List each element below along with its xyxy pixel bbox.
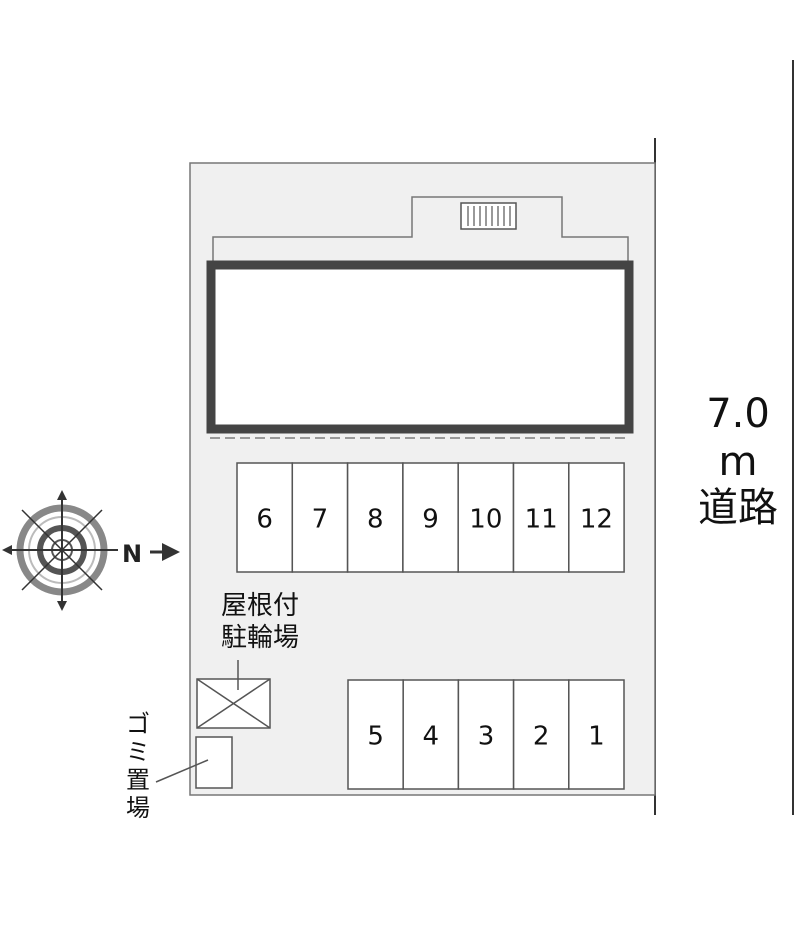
parking-space-number: 11	[525, 505, 558, 535]
parking-space	[236, 462, 294, 573]
compass-icon	[2, 490, 118, 611]
garbage-area	[155, 736, 233, 789]
road-width: 7.0	[706, 391, 770, 437]
building-outline	[212, 196, 629, 262]
parking-space-number: 3	[478, 722, 495, 752]
parking-space-number: 6	[256, 505, 273, 535]
garbage-label-char-4: 場	[126, 794, 150, 822]
parking-space	[457, 679, 515, 790]
parking-space	[457, 462, 515, 573]
building	[206, 260, 634, 434]
parking-space	[512, 679, 570, 790]
parking-space	[402, 679, 460, 790]
parking-space-number: 12	[580, 505, 613, 535]
parking-space-number: 8	[367, 505, 384, 535]
garbage-area-label: ゴ ミ 置 場	[118, 710, 158, 822]
north-arrow-icon	[150, 543, 180, 561]
parking-space-number: 5	[367, 722, 384, 752]
parking-space	[568, 462, 625, 573]
garbage-label-char-3: 置	[126, 766, 150, 794]
road-label: 7.0 m 道路	[698, 390, 778, 530]
parking-space-number: 1	[588, 722, 605, 752]
parking-space-number: 7	[312, 505, 329, 535]
parking-space	[402, 462, 459, 573]
parking-space-number: 2	[533, 722, 550, 752]
north-label: N	[122, 540, 142, 568]
stair-icon	[460, 202, 517, 230]
bicycle-parking-label: 屋根付 駐輪場	[205, 590, 315, 654]
parking-row-bottom: 5 4 3 2 1	[347, 679, 625, 790]
bicycle-parking-label-line2: 駐輪場	[220, 623, 299, 653]
parking-space	[346, 462, 404, 573]
parking-space-number: 4	[423, 722, 440, 752]
garbage-label-char-2: ミ	[126, 738, 150, 766]
bicycle-parking	[196, 660, 271, 729]
parking-space	[568, 679, 625, 790]
parking-space-number: 10	[469, 505, 502, 535]
parking-space	[291, 462, 349, 573]
garbage-label-char-1: ゴ	[126, 710, 150, 738]
bicycle-parking-label-line1: 屋根付	[220, 591, 299, 621]
road-name: 道路	[698, 485, 778, 531]
road-unit: m	[718, 439, 758, 485]
parking-space	[512, 462, 570, 573]
parking-space-number: 9	[422, 505, 439, 535]
parking-row-top: 6 7 8 9 10 11 12	[236, 462, 625, 573]
